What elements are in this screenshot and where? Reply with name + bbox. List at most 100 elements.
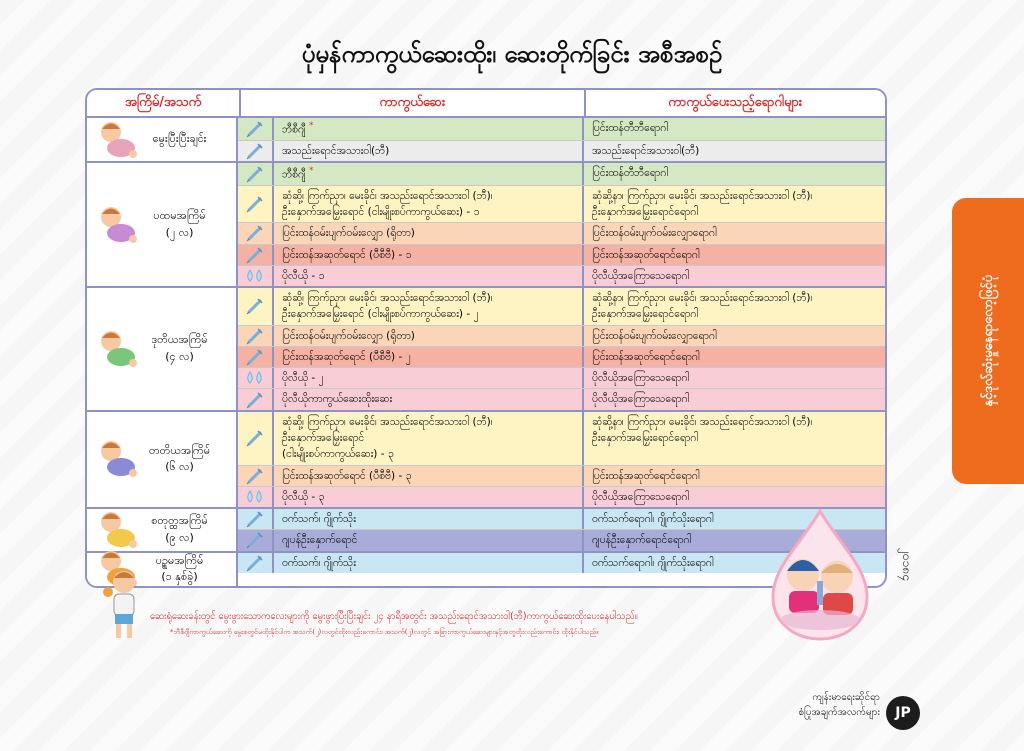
vaccine-row: ဂျပန်ဦးနှောက်ရောင် ဂျပန်ဦးနှောက်ရောင်ရောဂ… xyxy=(238,530,885,551)
header-disease: ကာကွယ်ပေးသည့်ရောဂါများ xyxy=(668,94,803,110)
age-label: ဒုတိယအကြိမ်(၄ လ) xyxy=(151,332,207,365)
disease-text: ပိုလီယိုအကြောသေရောဂါ xyxy=(592,490,690,503)
disease-cell: အသည်းရောင်အသားဝါ(ဘီ) xyxy=(584,141,885,161)
vaccine-name: ဘီစီဂျီ xyxy=(282,168,306,181)
syringe-icon xyxy=(238,465,274,486)
disease-text: ဝက်သက်ရောဂါ၊ ဂျိုက်သိုးရောဂါ xyxy=(592,556,714,569)
syringe-icon xyxy=(238,223,274,244)
vaccine-cell: ဆုံဆို့၊ ကြက်ညှာ၊ မေးခိုင်၊ အသည်းရောင်အသ… xyxy=(274,185,584,223)
disease-cell: ပြင်းထန်အဆုတ်ရောင်ရောဂါ xyxy=(584,245,885,265)
vaccine-row: ဝက်သက်၊ ဂျိုက်သိုးဝက်သက်ရောဂါ၊ ဂျိုက်သို… xyxy=(238,509,885,531)
age-group: စတုတ္ထအကြိမ်(၉ လ)ဝက်သက်၊ ဂျိုက်သိုးဝက်သက… xyxy=(87,509,885,553)
vaccine-text: ပြင်းထန်အဆုတ်ရောင် (ပီစီဗီ) - ၂ xyxy=(282,349,574,365)
age-label: ပထမအကြိမ်(၂ လ) xyxy=(153,208,205,241)
vaccine-row: ပိုလီယို - ၂ ပိုလီယိုအကြောသေရောဂါ xyxy=(238,368,885,390)
header-vaccine: ကာကွယ်ဆေး xyxy=(241,90,586,116)
syringe-icon xyxy=(238,552,274,573)
vaccine-row: ပြင်းထန်အဆုတ်ရောင် (ပီစီဗီ) - ၃ပြင်းထန်အ… xyxy=(238,465,885,487)
vaccine-text: ဝက်သက်၊ ဂျိုက်သိုး xyxy=(282,555,574,571)
vaccine-name: ပိုလီယိုကာကွယ်ဆေးထိုးဆေး xyxy=(282,393,393,406)
syringe-icon xyxy=(238,530,274,551)
disease-cell: ဆုံဆို့နာ၊ ကြက်ညှာ၊ မေးခိုင်၊ အသည်းရောင်… xyxy=(584,186,885,223)
page-number: ၂၀၁၈၄ xyxy=(900,548,914,581)
vaccine-text: ပိုလီယို - ၂ xyxy=(282,370,574,386)
vaccine-text: (ငါးမျိုးစပ်ကာကွယ်ဆေး) - ၃ xyxy=(282,446,574,462)
page-title: ပုံမှန်ကာကွယ်ဆေးထိုး၊ ဆေးတိုက်ခြင်း အစီအ… xyxy=(301,40,723,68)
vaccine-row: ပိုလီယို - ၃ ပိုလီယိုအကြောသေရောဂါ xyxy=(238,486,885,508)
vaccine-text: ဆုံဆို့၊ ကြက်ညှာ၊ မေးခိုင်၊ အသည်းရောင်အသ… xyxy=(282,188,574,204)
vaccine-name: ဦးနှောက်အမြှေးရောင် (ငါးမျိုးစပ်ကာကွယ်ဆေ… xyxy=(282,308,479,321)
age-name: မွေးပြီးပြီးချင်း xyxy=(152,132,207,146)
age-name: ပဥ္စမအကြိမ် xyxy=(155,553,204,567)
vaccine-cell: ပြင်းထန်အဆုတ်ရောင် (ပီစီဗီ) - ၃ xyxy=(274,465,584,486)
vaccine-text: ဂျပန်ဦးနှောက်ရောင် xyxy=(282,532,574,548)
disease-text: ပိုလီယိုအကြောသေရောဂါ xyxy=(592,269,690,282)
schedule-table: အကြိမ်/အသက် ကာကွယ်ဆေး ကာကွယ်ပေးသည့်ရောဂါ… xyxy=(85,88,887,588)
syringe-icon xyxy=(238,389,274,410)
syringe-icon xyxy=(238,325,274,346)
disease-text: ပိုလီယိုအကြောသေရောဂါ xyxy=(592,393,690,406)
disease-text: ဦးနှောက်အမြှေးရောင်ရောဂါ xyxy=(592,308,699,321)
age-group: ဒုတိယအကြိမ်(၄ လ) ဆုံဆို့၊ ကြက်ညှာ၊ မေးခို… xyxy=(87,288,885,412)
age-months: (၄ လ) xyxy=(165,349,194,363)
vaccine-text: ပြင်းထန်အဆုတ်ရောင် (ပီစီဗီ) - ၁ xyxy=(282,247,574,263)
section-tab[interactable]: နှင့်ဒုလ်ဆုံးမှုနေရာလော့ဖြင့်ပုံ xyxy=(952,198,1024,484)
vaccine-name: ပိုလီယို - ၂ xyxy=(282,372,324,385)
vaccine-cell: ပြင်းထန်ဝမ်းပျက်ဝမ်းလျှော (ရိုတာ) xyxy=(274,223,584,244)
disease-text: ဆုံဆို့နာ၊ ကြက်ညှာ၊ မေးခိုင်၊ အသည်းရောင်… xyxy=(592,189,813,202)
disease-text: ပြင်းထန်အဆုတ်ရောင်ရောဂါ xyxy=(592,248,700,261)
publisher-line-2: စံပြုအချက်အလက်များ xyxy=(798,707,880,718)
vaccine-row: အသည်းရောင်အသားဝါ(ဘီ) အသည်းရောင်အသားဝါ(ဘီ) xyxy=(238,140,885,162)
syringe-icon xyxy=(238,163,274,185)
vaccine-name: ပြင်းထန်အဆုတ်ရောင် (ပီစီဗီ) - ၁ xyxy=(282,248,412,261)
vaccine-name: ဆုံဆို့၊ ကြက်ညှာ၊ မေးခိုင်၊ အသည်းရောင်အသ… xyxy=(282,189,493,202)
disease-text: ပိုလီယိုအကြောသေရောဂါ xyxy=(592,372,690,385)
header-age: အကြိမ်/အသက် xyxy=(87,90,242,116)
vaccine-name: ဂျပန်ဦးနှောက်ရောင် xyxy=(282,534,358,547)
disease-cell: ပြင်းထန်တီဘီရောဂါ xyxy=(584,118,885,140)
disease-cell: ပြင်းထန်ဝမ်းပျက်ဝမ်းလျှောရောဂါ xyxy=(584,326,885,346)
age-name: စတုတ္ထအကြိမ် xyxy=(151,514,208,528)
syringe-icon xyxy=(238,118,274,140)
vaccine-name: အသည်းရောင်အသားဝါ(ဘီ) xyxy=(282,144,390,157)
footnote-bcg: *ဘီစီဂျီကာကွယ်ဆေးကို မွေးစတွင်မထိုးနိုင်… xyxy=(170,628,599,636)
age-cell: တတိယအကြိမ် (၆ လ) xyxy=(87,411,238,508)
age-group: တတိယအကြိမ် (၆ လ) ဆုံဆို့၊ ကြက်ညှာ၊ မေးခိုင… xyxy=(87,411,885,510)
vaccine-text: ပိုလီယိုကာကွယ်ဆေးထိုးဆေး xyxy=(282,391,574,407)
vaccine-cell: ဂျပန်ဦးနှောက်ရောင် xyxy=(274,530,584,551)
vaccine-cell: အသည်းရောင်အသားဝါ(ဘီ) xyxy=(274,140,584,162)
baby-illustration xyxy=(101,206,137,243)
age-name: ပထမအကြိမ် xyxy=(153,209,206,223)
vaccine-row: ပြင်းထန်ဝမ်းပျက်ဝမ်းလျှော (ရိုတာ) ပြင်းထန… xyxy=(238,325,885,347)
age-months: (၁ နှစ်ခွဲ) xyxy=(161,570,198,584)
vaccine-name: ဝက်သက်၊ ဂျိုက်သိုး xyxy=(282,556,356,569)
disease-text: ဆုံဆို့နာ၊ ကြက်ညှာ၊ မေးခိုင်၊ အသည်းရောင်… xyxy=(592,415,813,428)
vaccine-row: ပိုလီယို - ၁ ပိုလီယိုအကြောသေရောဂါ xyxy=(238,265,885,287)
disease-cell: ဆုံဆို့နာ၊ ကြက်ညှာ၊ မေးခိုင်၊ အသည်းရောင်… xyxy=(584,288,885,325)
disease-text: ဦးနှောက်အမြှေးရောင်ရောဂါ xyxy=(592,431,699,444)
vaccine-cell: ပြင်းထန်အဆုတ်ရောင် (ပီစီဗီ) - ၁ xyxy=(274,244,584,265)
syringe-icon xyxy=(238,140,274,162)
age-group: ပထမအကြိမ်(၂ လ)ဘီစီဂျီ *ပြင်းထန်တီဘီရောဂါ… xyxy=(87,163,885,289)
immunization-drop-logo xyxy=(771,508,869,641)
vaccine-cell: ဝက်သက်၊ ဂျိုက်သိုး xyxy=(274,552,584,573)
vaccine-name: ဘီစီဂျီ xyxy=(282,123,306,136)
vaccine-cell: ဆုံဆို့၊ ကြက်ညှာ၊ မေးခိုင်၊ အသည်းရောင်အသ… xyxy=(274,288,584,325)
vaccine-cell: ပိုလီယို - ၃ xyxy=(274,486,584,508)
vaccine-cell: ပြင်းထန်ဝမ်းပျက်ဝမ်းလျှော (ရိုတာ) xyxy=(274,325,584,346)
disease-cell: ပိုလီယိုအကြောသေရောဂါ xyxy=(584,487,885,507)
vaccine-cell: ပိုလီယို - ၂ xyxy=(274,368,584,389)
vaccine-name: ပိုလီယို - ၁ xyxy=(282,269,325,282)
vaccine-name: ဆုံဆို့၊ ကြက်ညှာ၊ မေးခိုင်၊ အသည်းရောင်အသ… xyxy=(282,415,493,428)
baby-illustration xyxy=(101,511,137,548)
vaccine-row: ပြင်းထန်အဆုတ်ရောင် (ပီစီဗီ) - ၂ပြင်းထန်အ… xyxy=(238,346,885,369)
age-name: တတိယအကြိမ် xyxy=(148,443,211,457)
vaccine-text: ဆုံဆို့၊ ကြက်ညှာ၊ မေးခိုင်၊ အသည်းရောင်အသ… xyxy=(282,290,574,306)
disease-text: ပြင်းထန်ဝမ်းပျက်ဝမ်းလျှောရောဂါ xyxy=(592,329,717,342)
disease-cell: ဂျပန်ဦးနှောက်ရောင်ရောဂါ xyxy=(584,530,885,550)
vaccine-cell: ဘီစီဂျီ * xyxy=(274,118,584,140)
syringe-icon xyxy=(238,509,274,530)
disease-cell: ပိုလီယိုအကြောသေရောဂါ xyxy=(584,389,885,409)
age-months: (၆ လ) xyxy=(165,460,194,474)
drops-icon xyxy=(238,368,274,389)
